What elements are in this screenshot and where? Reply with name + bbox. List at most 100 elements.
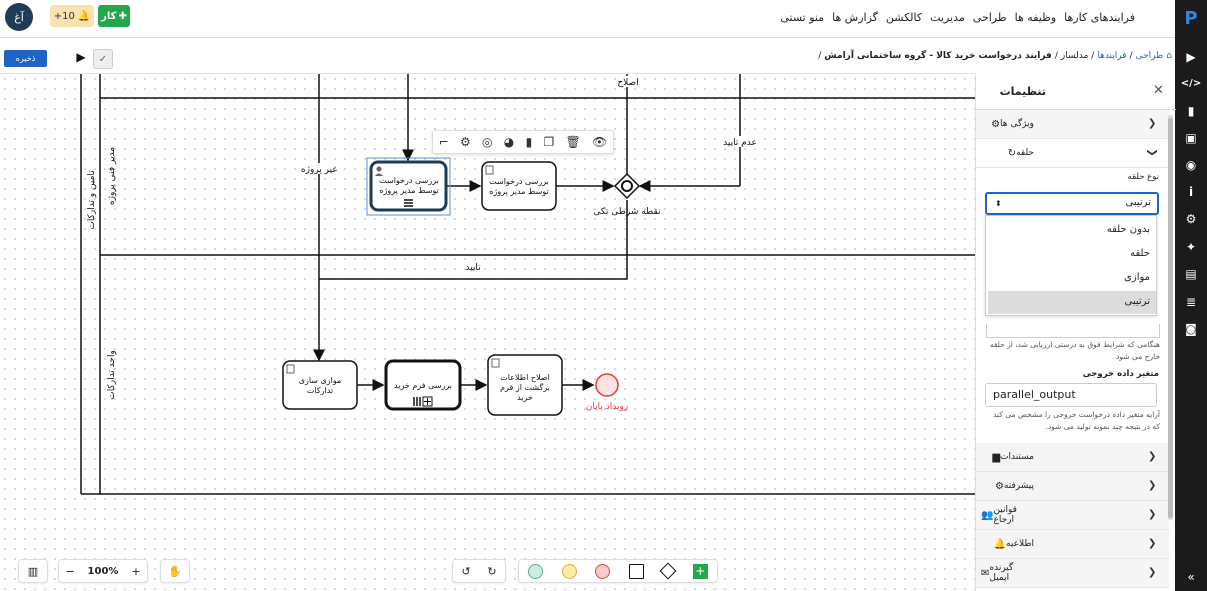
close-icon[interactable]: ✕: [1153, 83, 1164, 98]
loop-circle-icon[interactable]: ◎: [482, 135, 493, 149]
loop-type-label: نوع حلقه: [1127, 172, 1159, 182]
condition-help: هنگامی که شرایط فوق به درستی ارزیابی شد،…: [989, 340, 1160, 361]
clipboard-icon[interactable]: ▮: [525, 135, 533, 149]
start-event-tool[interactable]: [528, 563, 544, 579]
new-task-button[interactable]: کار ✚: [98, 5, 130, 27]
menu-item-collection[interactable]: کالکشن: [885, 10, 923, 24]
section-label: حلقه: [1016, 148, 1034, 158]
zoom-out-button[interactable]: −: [65, 564, 75, 578]
home-icon[interactable]: ⌂: [1166, 51, 1172, 61]
menu-item-reports[interactable]: گزارش ها: [832, 10, 878, 24]
trash-icon[interactable]: 🗑: [565, 135, 581, 149]
connect-icon[interactable]: ⌐: [438, 135, 449, 149]
flow-label-fix: اصلاح: [617, 78, 638, 88]
menu-item-management[interactable]: مدیریت: [930, 10, 965, 24]
section-label: ویژگی ها: [1000, 119, 1034, 129]
breadcrumb-sep: /: [1129, 51, 1133, 61]
loop-type-value: ترتیبی: [1125, 197, 1151, 208]
minimap-button[interactable]: ▥: [18, 559, 48, 583]
divider: [0, 73, 975, 74]
gateway-label: نقطه شرطی تکی: [593, 207, 660, 217]
flow-label-approve: تایید: [465, 263, 481, 273]
eye-icon[interactable]: 👁: [592, 135, 608, 149]
hand-tool-button[interactable]: ✋: [160, 559, 190, 583]
loop-type-dropdown: بدون حلقه حلقه موازی ترتیبی: [985, 215, 1157, 316]
chevron-right-icon: ❯: [1148, 451, 1157, 462]
section-label: پیشرفته: [1003, 481, 1034, 491]
section-documents[interactable]: مستندات▆❯: [976, 443, 1169, 472]
undo-icon[interactable]: ↺: [461, 564, 471, 578]
redo-icon[interactable]: ↻: [487, 564, 497, 578]
option-no-loop[interactable]: بدون حلقه: [1106, 224, 1150, 235]
play-icon[interactable]: ▶: [76, 50, 86, 64]
output-var-input[interactable]: parallel_output: [985, 383, 1157, 407]
section-properties[interactable]: ویژگی ها⚙❯: [976, 110, 1169, 139]
section-notification[interactable]: اطلاعیه🔔❯: [976, 530, 1169, 559]
chevron-right-icon: ❯: [1148, 118, 1157, 129]
info-icon[interactable]: i: [1188, 185, 1194, 199]
palette-icon[interactable]: ◕: [503, 135, 515, 149]
breadcrumb-design[interactable]: طراحی: [1135, 51, 1164, 61]
breadcrumb-sep: /: [1091, 51, 1095, 61]
exclusive-gateway[interactable]: [613, 172, 641, 200]
validate-icon[interactable]: ✓: [93, 49, 113, 69]
save-button[interactable]: ذخیره: [4, 50, 47, 67]
output-var-help: آرایه متغیر داده درخواست خروجی را مشخص م…: [993, 410, 1160, 431]
end-event-tool[interactable]: [595, 563, 611, 579]
condition-textarea[interactable]: [986, 324, 1160, 338]
user-avatar[interactable]: آغ: [5, 3, 33, 31]
history-icon[interactable]: ◉: [1185, 158, 1197, 172]
section-email-recipient[interactable]: گیرنده ایمیل✉❯: [976, 559, 1169, 588]
loop-type-select[interactable]: ترتیبی ⬍: [985, 192, 1159, 215]
menu-item-test-menu[interactable]: منو تستی: [780, 10, 825, 24]
task-label: بررسی فرم خرید: [394, 381, 452, 390]
lock-icon[interactable]: ▣: [1185, 131, 1197, 145]
pool[interactable]: [80, 74, 975, 495]
document-icon[interactable]: ▮: [1187, 104, 1195, 118]
section-loop[interactable]: حلقه↻❯: [976, 139, 1169, 168]
book-icon: ▆: [992, 451, 1001, 463]
section-assignment-rules[interactable]: قوانین ارجاع👥❯: [976, 501, 1169, 530]
menu-item-design[interactable]: طراحی: [972, 10, 1007, 24]
end-event[interactable]: [595, 373, 619, 397]
breadcrumb-processes[interactable]: فرایندها: [1097, 51, 1127, 61]
select-arrows-icon: ⬍: [995, 199, 1002, 208]
database-icon[interactable]: ≣: [1185, 295, 1197, 309]
collapse-icon[interactable]: «: [1187, 570, 1195, 584]
robot-icon[interactable]: ◙: [1185, 322, 1197, 336]
option-sequential[interactable]: ترتیبی: [988, 291, 1156, 314]
panel-scrollbar-thumb[interactable]: [1168, 118, 1173, 518]
flow-label-non-project: غیر پروژه: [301, 165, 337, 175]
notification-button[interactable]: +10 🔔: [50, 5, 94, 27]
menu-item-tasks[interactable]: وظیفه ها: [1014, 10, 1057, 24]
flow-label-not-approve: عدم تایید: [723, 138, 757, 148]
zoom-in-button[interactable]: +: [131, 564, 141, 578]
code-icon[interactable]: </>: [1180, 78, 1202, 89]
magic-wand-icon[interactable]: ✦: [1185, 240, 1197, 254]
section-advanced[interactable]: پیشرفته⚙❯: [976, 472, 1169, 501]
map-icon: ▥: [27, 564, 39, 578]
file-export-icon[interactable]: ▤: [1185, 267, 1197, 281]
option-parallel[interactable]: موازی: [1124, 272, 1150, 283]
run-icon[interactable]: ▶: [1186, 50, 1196, 64]
subprocess-purchase-form[interactable]: بررسی فرم خرید: [384, 359, 462, 411]
chevron-right-icon: ❯: [1148, 538, 1157, 549]
menu-item-processes[interactable]: فرایندهای کارها: [1064, 10, 1135, 24]
intermediate-event-tool[interactable]: [561, 563, 577, 579]
add-element-icon[interactable]: +: [692, 563, 708, 579]
context-pad: ⌐ ⚙ ◎ ◕ ▮ ❐ 🗑 👁: [432, 130, 614, 154]
gear-icon[interactable]: ⚙: [1185, 212, 1197, 226]
gateway-tool[interactable]: [659, 562, 677, 580]
section-label: قوانین ارجاع: [993, 505, 1017, 525]
diagram-canvas[interactable]: تامین و تدارکات مدیر فنی پروژه واحد تدار…: [0, 74, 975, 591]
copy-icon[interactable]: ❐: [543, 135, 555, 149]
gear-icon[interactable]: ⚙: [459, 135, 471, 149]
option-loop[interactable]: حلقه: [1130, 248, 1150, 259]
end-event-label: رویداد پایان: [586, 402, 628, 412]
task-tool[interactable]: [628, 563, 644, 579]
